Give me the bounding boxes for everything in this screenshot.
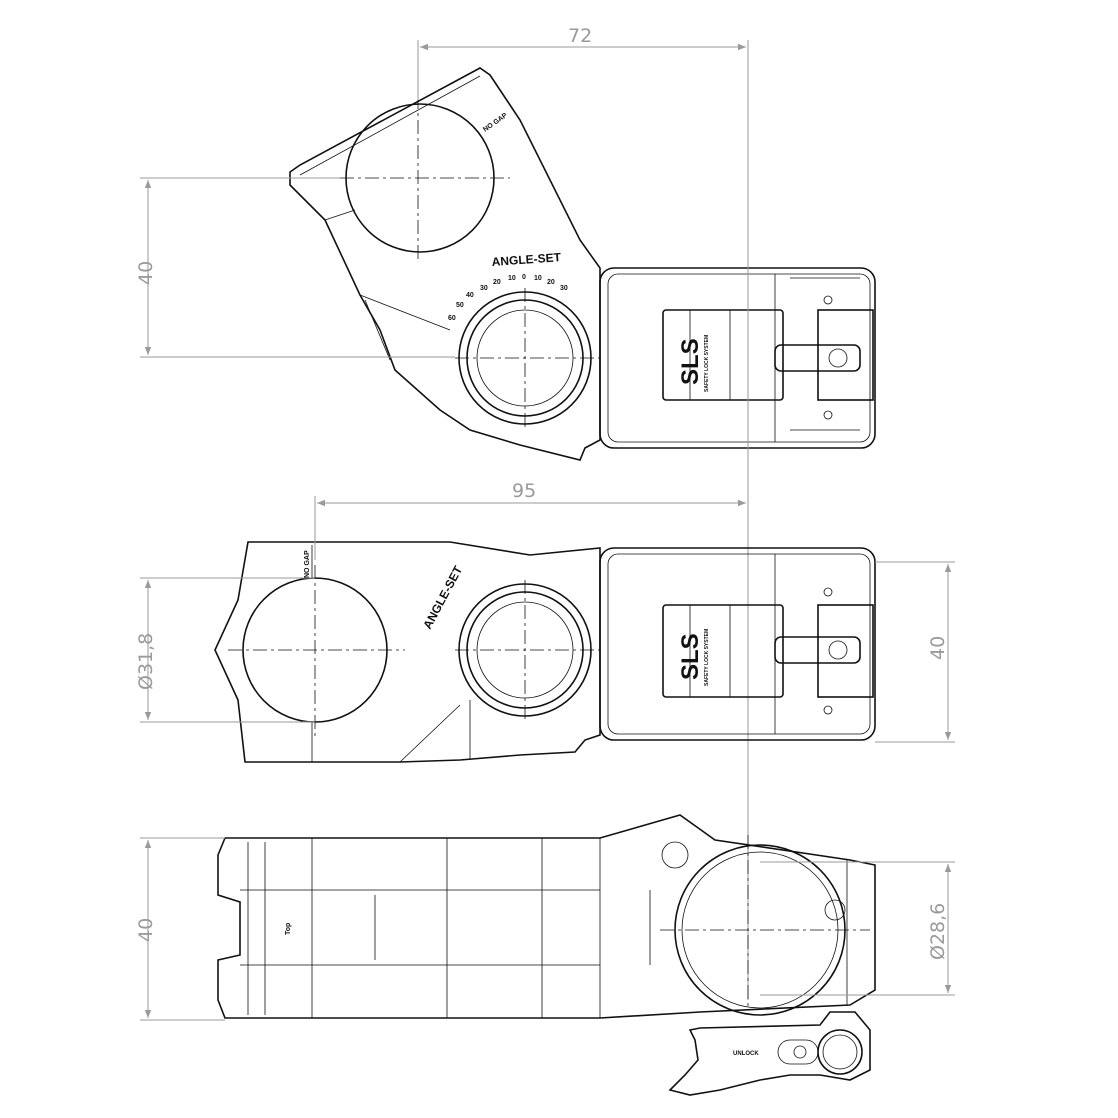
scale-tick-label: 30 xyxy=(560,285,568,292)
angle-set-label: ANGLE-SET xyxy=(420,563,465,631)
dim-label: 95 xyxy=(512,480,536,502)
dim-mid-height: 40 xyxy=(875,561,955,743)
dim-label: Ø28,6 xyxy=(927,903,949,960)
dim-bottom-diameter: Ø28,6 xyxy=(760,861,955,996)
top-label: Top xyxy=(285,923,292,935)
scale-tick-label: 20 xyxy=(547,279,555,286)
scale-tick-label: 10 xyxy=(508,275,516,282)
top-view: NO GAP ANGLE-SET 60 50 40 30 20 10 0 10 … xyxy=(289,67,876,461)
scale-tick-label: 60 xyxy=(448,315,456,322)
sls-subtitle: SAFETY LOCK SYSTEM xyxy=(704,629,710,686)
unlock-label: UNLOCK xyxy=(733,1051,759,1057)
angle-set-label: ANGLE-SET xyxy=(491,250,562,269)
sls-logo: SLS xyxy=(677,633,704,680)
scale-tick-label: 30 xyxy=(480,285,488,292)
dim-label: 72 xyxy=(568,25,592,47)
dim-bottom-height: 40 xyxy=(135,837,225,1021)
bottom-view: UNLOCK Top xyxy=(217,814,876,1096)
middle-view: NO GAP ANGLE-SET SLS SAFETY LOCK SYSTEM xyxy=(214,541,876,763)
dim-label: 40 xyxy=(927,636,949,660)
dim-top-height: 40 xyxy=(135,177,455,358)
dim-mid-width: 95 xyxy=(314,480,746,560)
scale-tick-label: 20 xyxy=(493,279,501,286)
sls-logo: SLS xyxy=(677,338,704,385)
sls-subtitle: SAFETY LOCK SYSTEM xyxy=(704,335,710,392)
dim-label: 40 xyxy=(135,918,157,942)
scale-tick-label: 40 xyxy=(466,292,474,299)
scale-tick-label: 10 xyxy=(534,275,542,282)
no-gap-label: NO GAP xyxy=(482,112,509,134)
dim-top-width: 72 xyxy=(417,25,749,1000)
dim-mid-diameter: Ø31,8 xyxy=(135,577,315,723)
dim-label: 40 xyxy=(135,261,157,285)
scale-tick-label: 50 xyxy=(456,302,464,309)
dim-label: Ø31,8 xyxy=(135,633,157,690)
scale-tick-label: 0 xyxy=(522,274,526,281)
no-gap-label: NO GAP xyxy=(304,550,311,578)
